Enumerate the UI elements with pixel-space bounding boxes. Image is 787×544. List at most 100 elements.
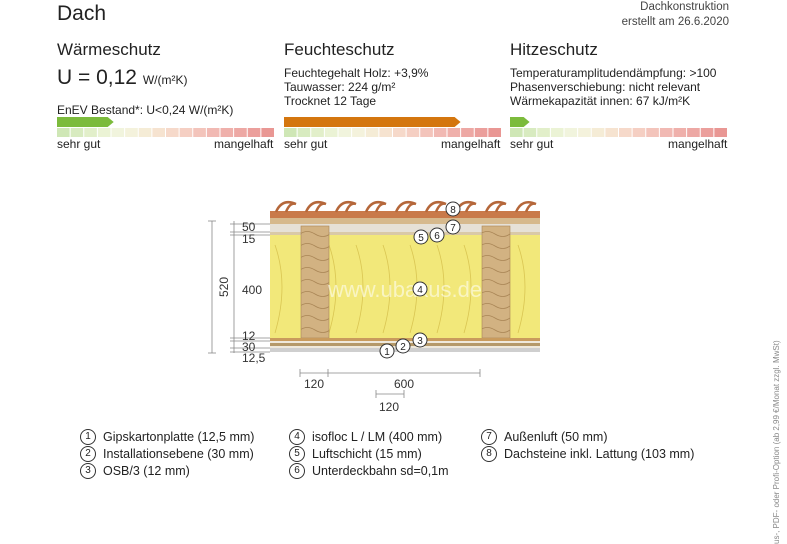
hitze-line-1: Temperaturamplitudendämpfung: >100 <box>510 66 717 80</box>
legend-num-4: 4 <box>289 428 305 445</box>
dim-12: 12 <box>242 329 256 343</box>
legend-item-6: 6 Unterdeckbahn sd=0,1m <box>289 462 449 479</box>
feuchte-scale-seg-14 <box>474 128 488 137</box>
dimension-bottom: 120 600 120 <box>299 369 481 414</box>
insul-fiber-0 <box>274 244 283 334</box>
dim-bottom-120b: 120 <box>379 400 399 414</box>
svg-text:5: 5 <box>418 233 424 244</box>
legend-num-5: 5 <box>289 445 305 462</box>
rafter-right <box>481 225 511 339</box>
legend-text-1: Gipskartonplatte (12,5 mm) <box>103 429 255 444</box>
feuchte-scale-seg-15 <box>488 128 501 137</box>
marker-7: 7 <box>445 219 461 235</box>
feuchte-scale-seg-6 <box>365 128 379 137</box>
created-date: erstellt am 26.6.2020 <box>621 16 729 28</box>
legend-text-3: OSB/3 (12 mm) <box>103 463 190 478</box>
waerme-scale-seg-6 <box>138 128 152 137</box>
feuchte-scale-seg-9 <box>406 128 420 137</box>
feuchte-scale-seg-0 <box>284 128 297 137</box>
waerme-label-bad: mangelhaft <box>214 137 274 151</box>
rating-bars <box>57 117 727 137</box>
svg-text:2: 2 <box>400 342 406 353</box>
waerme-scale-indicator <box>57 117 114 127</box>
hitze-scale-indicator <box>510 117 530 127</box>
waerme-scale-seg-15 <box>261 128 274 137</box>
side-note: us-, PDF- oder Profi-Option (ab 2,99 €/M… <box>772 340 781 544</box>
waerme-scale-seg-5 <box>125 128 138 137</box>
legend-num-8: 8 <box>481 445 497 462</box>
u-value-unit: W/(m²K) <box>142 73 188 87</box>
dim-12-5: 12,5 <box>242 351 266 365</box>
hitze-scale-seg-14 <box>700 128 714 137</box>
svg-text:4: 4 <box>417 285 423 296</box>
page-title: Dach <box>57 2 107 25</box>
marker-1: 1 <box>379 343 395 359</box>
legend-text-7: Außenluft (50 mm) <box>504 429 608 444</box>
hitze-scale-seg-1 <box>523 128 537 137</box>
legend-num-2: 2 <box>80 445 96 462</box>
feuchte-scale-seg-11 <box>433 128 447 137</box>
hitze-scale-seg-11 <box>659 128 673 137</box>
waerme-scale-seg-13 <box>234 128 247 137</box>
waerme-scale-seg-11 <box>206 128 220 137</box>
feuchte-scale-seg-3 <box>324 128 338 137</box>
feuchte-line-3: Trocknet 12 Tage <box>284 94 377 108</box>
legend-item-1: 1 Gipskartonplatte (12,5 mm) <box>80 428 254 445</box>
hitze-scale-seg-10 <box>646 128 659 137</box>
svg-text:3: 3 <box>417 336 423 347</box>
svg-text:7: 7 <box>450 223 456 234</box>
waerme-scale-seg-1 <box>70 128 84 137</box>
legend-num-1: 1 <box>80 428 96 445</box>
marker-3: 3 <box>412 332 428 348</box>
hitze-scale-seg-12 <box>673 128 687 137</box>
marker-5: 5 <box>413 229 429 245</box>
tile-0 <box>274 201 297 213</box>
insul-fiber-7 <box>463 244 472 334</box>
dim-bottom-600: 600 <box>394 377 414 391</box>
waermeschutz-scale <box>57 117 274 137</box>
tile-5 <box>424 201 447 213</box>
batten-band <box>270 218 540 224</box>
hitze-scale-seg-2 <box>537 128 550 137</box>
hitze-scale-seg-7 <box>605 128 618 137</box>
dim-30: 30 <box>242 340 256 354</box>
dim-15: 15 <box>242 232 256 246</box>
waerme-scale-seg-2 <box>84 128 97 137</box>
feuchte-scale-seg-2 <box>311 128 324 137</box>
feuchte-scale-seg-5 <box>352 128 365 137</box>
feuchte-scale-seg-4 <box>338 128 352 137</box>
svg-text:8: 8 <box>450 205 456 216</box>
u-value-number: U = 0,12 <box>57 66 137 89</box>
legend-text-6: Unterdeckbahn sd=0,1m <box>312 463 449 478</box>
tile-4 <box>394 201 417 213</box>
waerme-scale-seg-10 <box>193 128 206 137</box>
waerme-scale-seg-9 <box>179 128 193 137</box>
feuchte-label-bad: mangelhaft <box>441 137 501 151</box>
tile-3 <box>364 201 387 213</box>
dimension-left: 520 50 15 400 12 30 12,5 <box>208 220 270 365</box>
svg-text:1: 1 <box>384 347 390 358</box>
marker-6: 6 <box>429 227 445 243</box>
air-layer <box>270 224 540 232</box>
waerme-label-good: sehr gut <box>57 137 101 151</box>
watermark: www.ubakus.de <box>327 277 482 302</box>
feuchte-scale-seg-10 <box>420 128 433 137</box>
roof-cross-section: www.ubakus.de 520 50 15 400 12 30 12,5 1… <box>208 201 540 414</box>
u-value: U = 0,12 W/(m²K) <box>57 66 187 90</box>
feuchte-line-2: Tauwasser: 224 g/m² <box>284 80 396 94</box>
waerme-scale-seg-4 <box>111 128 125 137</box>
feuchte-scale-seg-7 <box>379 128 392 137</box>
waerme-scale-seg-3 <box>97 128 111 137</box>
legend-num-6: 6 <box>289 462 305 479</box>
insul-fiber-6 <box>436 244 445 334</box>
dim-total-label: 520 <box>217 277 231 297</box>
tile-band <box>270 211 540 218</box>
dim-layer-ticks <box>230 223 270 353</box>
legend-text-4: isofloc L / LM (400 mm) <box>312 429 443 444</box>
tile-arcs <box>274 201 537 213</box>
